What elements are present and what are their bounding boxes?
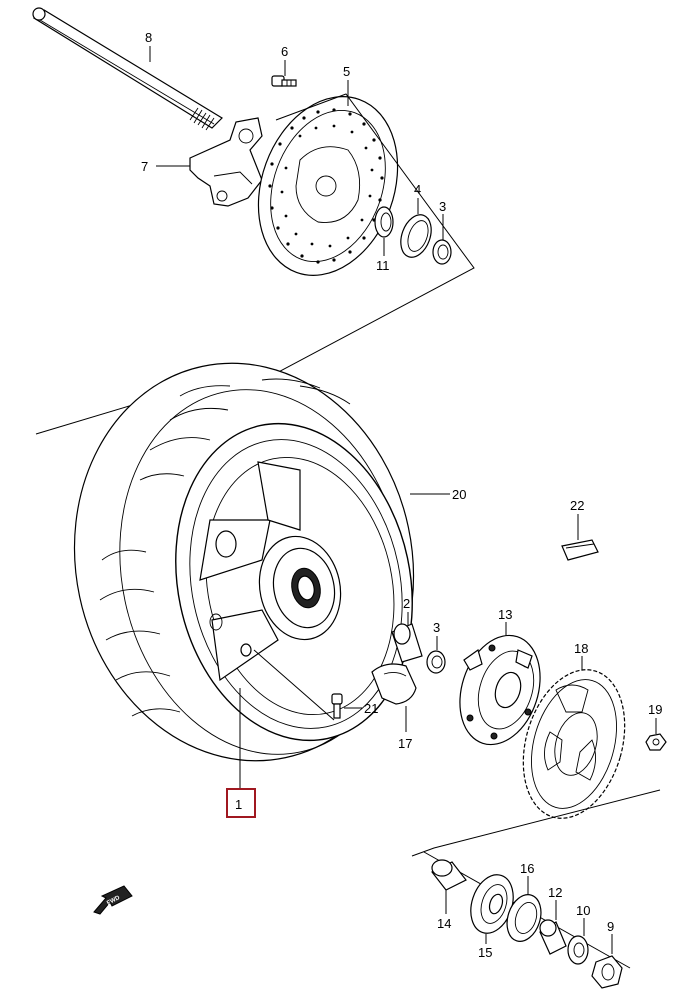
part-label-4[interactable]: 4	[414, 182, 421, 197]
part-label-18[interactable]: 18	[574, 641, 588, 656]
washer-10	[567, 935, 589, 965]
part-label-5[interactable]: 5	[343, 64, 350, 79]
nut-9	[591, 955, 623, 989]
part-label-19[interactable]: 19	[648, 702, 662, 717]
bearing-15	[470, 874, 514, 934]
part-label-9[interactable]: 9	[607, 919, 614, 934]
part-label-20[interactable]: 20	[452, 487, 466, 502]
brake-disc	[257, 96, 399, 276]
part-label-6[interactable]: 6	[281, 44, 288, 59]
spacer-14	[431, 859, 467, 891]
spacer-4	[400, 214, 432, 258]
wheel	[175, 422, 413, 742]
part-label-15[interactable]: 15	[478, 945, 492, 960]
nut-19	[645, 733, 667, 751]
part-label-3-mid[interactable]: 3	[433, 620, 440, 635]
seal-16	[506, 894, 542, 942]
bearing-3-mid	[426, 650, 446, 674]
part-label-17[interactable]: 17	[398, 736, 412, 751]
part-label-10[interactable]: 10	[576, 903, 590, 918]
part-label-13[interactable]: 13	[498, 607, 512, 622]
part-label-11[interactable]: 11	[376, 258, 390, 273]
sprocket-18	[522, 669, 626, 819]
bearing-3-top	[432, 239, 452, 265]
damper-22	[561, 539, 599, 561]
bolt	[271, 75, 297, 87]
part-label-21[interactable]: 21	[364, 701, 378, 716]
dust-seal-11	[374, 206, 394, 238]
part-label-8[interactable]: 8	[145, 30, 152, 45]
part-label-2[interactable]: 2	[403, 596, 410, 611]
collar-2	[391, 623, 423, 663]
cushion-17	[371, 663, 417, 705]
part-label-7[interactable]: 7	[141, 159, 148, 174]
part-label-1[interactable]: 1	[235, 797, 242, 812]
part-label-3-top[interactable]: 3	[439, 199, 446, 214]
selected-part-highlight[interactable]	[226, 788, 256, 818]
axle	[32, 7, 223, 131]
drum-13	[459, 634, 541, 746]
part-label-14[interactable]: 14	[437, 916, 451, 931]
valve-21	[331, 693, 343, 719]
part-label-22[interactable]: 22	[570, 498, 584, 513]
part-label-16[interactable]: 16	[520, 861, 534, 876]
part-label-12[interactable]: 12	[548, 885, 562, 900]
caliper-bracket	[189, 117, 263, 207]
spacer-12	[539, 919, 567, 955]
fwd-arrow-icon: FWD	[93, 885, 133, 915]
